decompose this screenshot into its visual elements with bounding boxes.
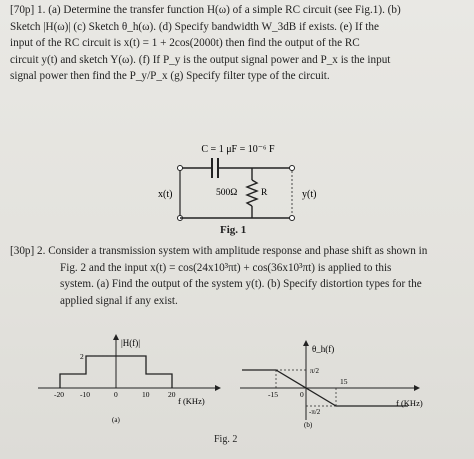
amp-xlabel: f (KHz) — [178, 396, 205, 406]
output-terminal — [289, 165, 295, 171]
phase-sub-caption: (b) — [304, 421, 313, 429]
figure-1-caption: Fig. 1 — [220, 224, 247, 236]
amp-x-tick: -10 — [80, 390, 90, 399]
resistor-value: 500Ω — [216, 188, 237, 198]
phase-xlabel: f (KHz) — [396, 398, 423, 408]
output-terminal — [289, 215, 295, 221]
problem-1-line: [70p] 1. (a) Determine the transfer func… — [10, 4, 401, 16]
phase-curve — [242, 369, 408, 407]
problem-1-line: circuit y(t) and sketch Y(ω). (f) If P_y… — [10, 53, 391, 66]
phase-response-plot: θ_h(f) π/2 -π/2 -15 0 15 f (KHz) (b) — [240, 340, 423, 429]
amp-ylabel: |H(f)| — [121, 338, 140, 348]
amp-x-tick: 10 — [142, 390, 150, 399]
amp-x-tick: -20 — [54, 390, 64, 399]
rc-circuit-diagram: C = 1 μF = 10⁻⁶ F x(t) 500Ω R y(t) — [158, 144, 316, 221]
capacitor-label: C = 1 μF = 10⁻⁶ F — [201, 144, 275, 155]
problem-2-line: Fig. 2 and the input x(t) = cos(24x10³πt… — [60, 261, 392, 274]
input-terminal — [177, 165, 183, 171]
amp-y-tick: 2 — [80, 352, 84, 361]
problem-2-line: applied signal if any exist. — [60, 294, 178, 307]
problem-1-line: input of the RC circuit is x(t) = 1 + 2c… — [10, 37, 360, 50]
problem-2-line: [30p] 2. Consider a transmission system … — [10, 245, 428, 257]
x-axis-arrow — [215, 385, 221, 391]
phase-x-tick-neg: -15 — [268, 390, 278, 399]
y-axis-arrow — [303, 340, 309, 346]
problem-2-line: system. (a) Find the output of the syste… — [60, 278, 422, 291]
phase-y-top: π/2 — [310, 367, 319, 375]
input-label: x(t) — [158, 189, 172, 200]
problem-2-text: [30p] 2. Consider a transmission system … — [10, 243, 462, 309]
problem-1-line: signal power then find the P_y/P_x (g) S… — [10, 70, 330, 83]
resistor-zigzag — [245, 179, 259, 207]
amplitude-response-plot: |H(f)| 2 -20 -10 0 10 20 f (KHz) (a) — [38, 334, 221, 424]
amp-x-tick: 20 — [168, 390, 176, 399]
resistor-label: R — [261, 188, 268, 198]
amp-x-tick: 0 — [114, 390, 118, 399]
phase-y-bottom: -π/2 — [309, 408, 321, 416]
y-axis-arrow — [113, 334, 119, 340]
output-label: y(t) — [302, 189, 316, 200]
phase-ylabel: θ_h(f) — [312, 344, 334, 354]
problem-1-text: [70p] 1. (a) Determine the transfer func… — [10, 2, 462, 85]
figure-2-caption: Fig. 2 — [214, 434, 238, 445]
amp-sub-caption: (a) — [112, 416, 120, 424]
problem-1-line: Sketch |H(ω)| (c) Sketch θ_h(ω). (d) Spe… — [10, 20, 379, 33]
phase-x-tick-zero: 0 — [300, 390, 304, 399]
x-axis-arrow — [414, 385, 420, 391]
phase-x-tick-pos: 15 — [340, 377, 348, 386]
